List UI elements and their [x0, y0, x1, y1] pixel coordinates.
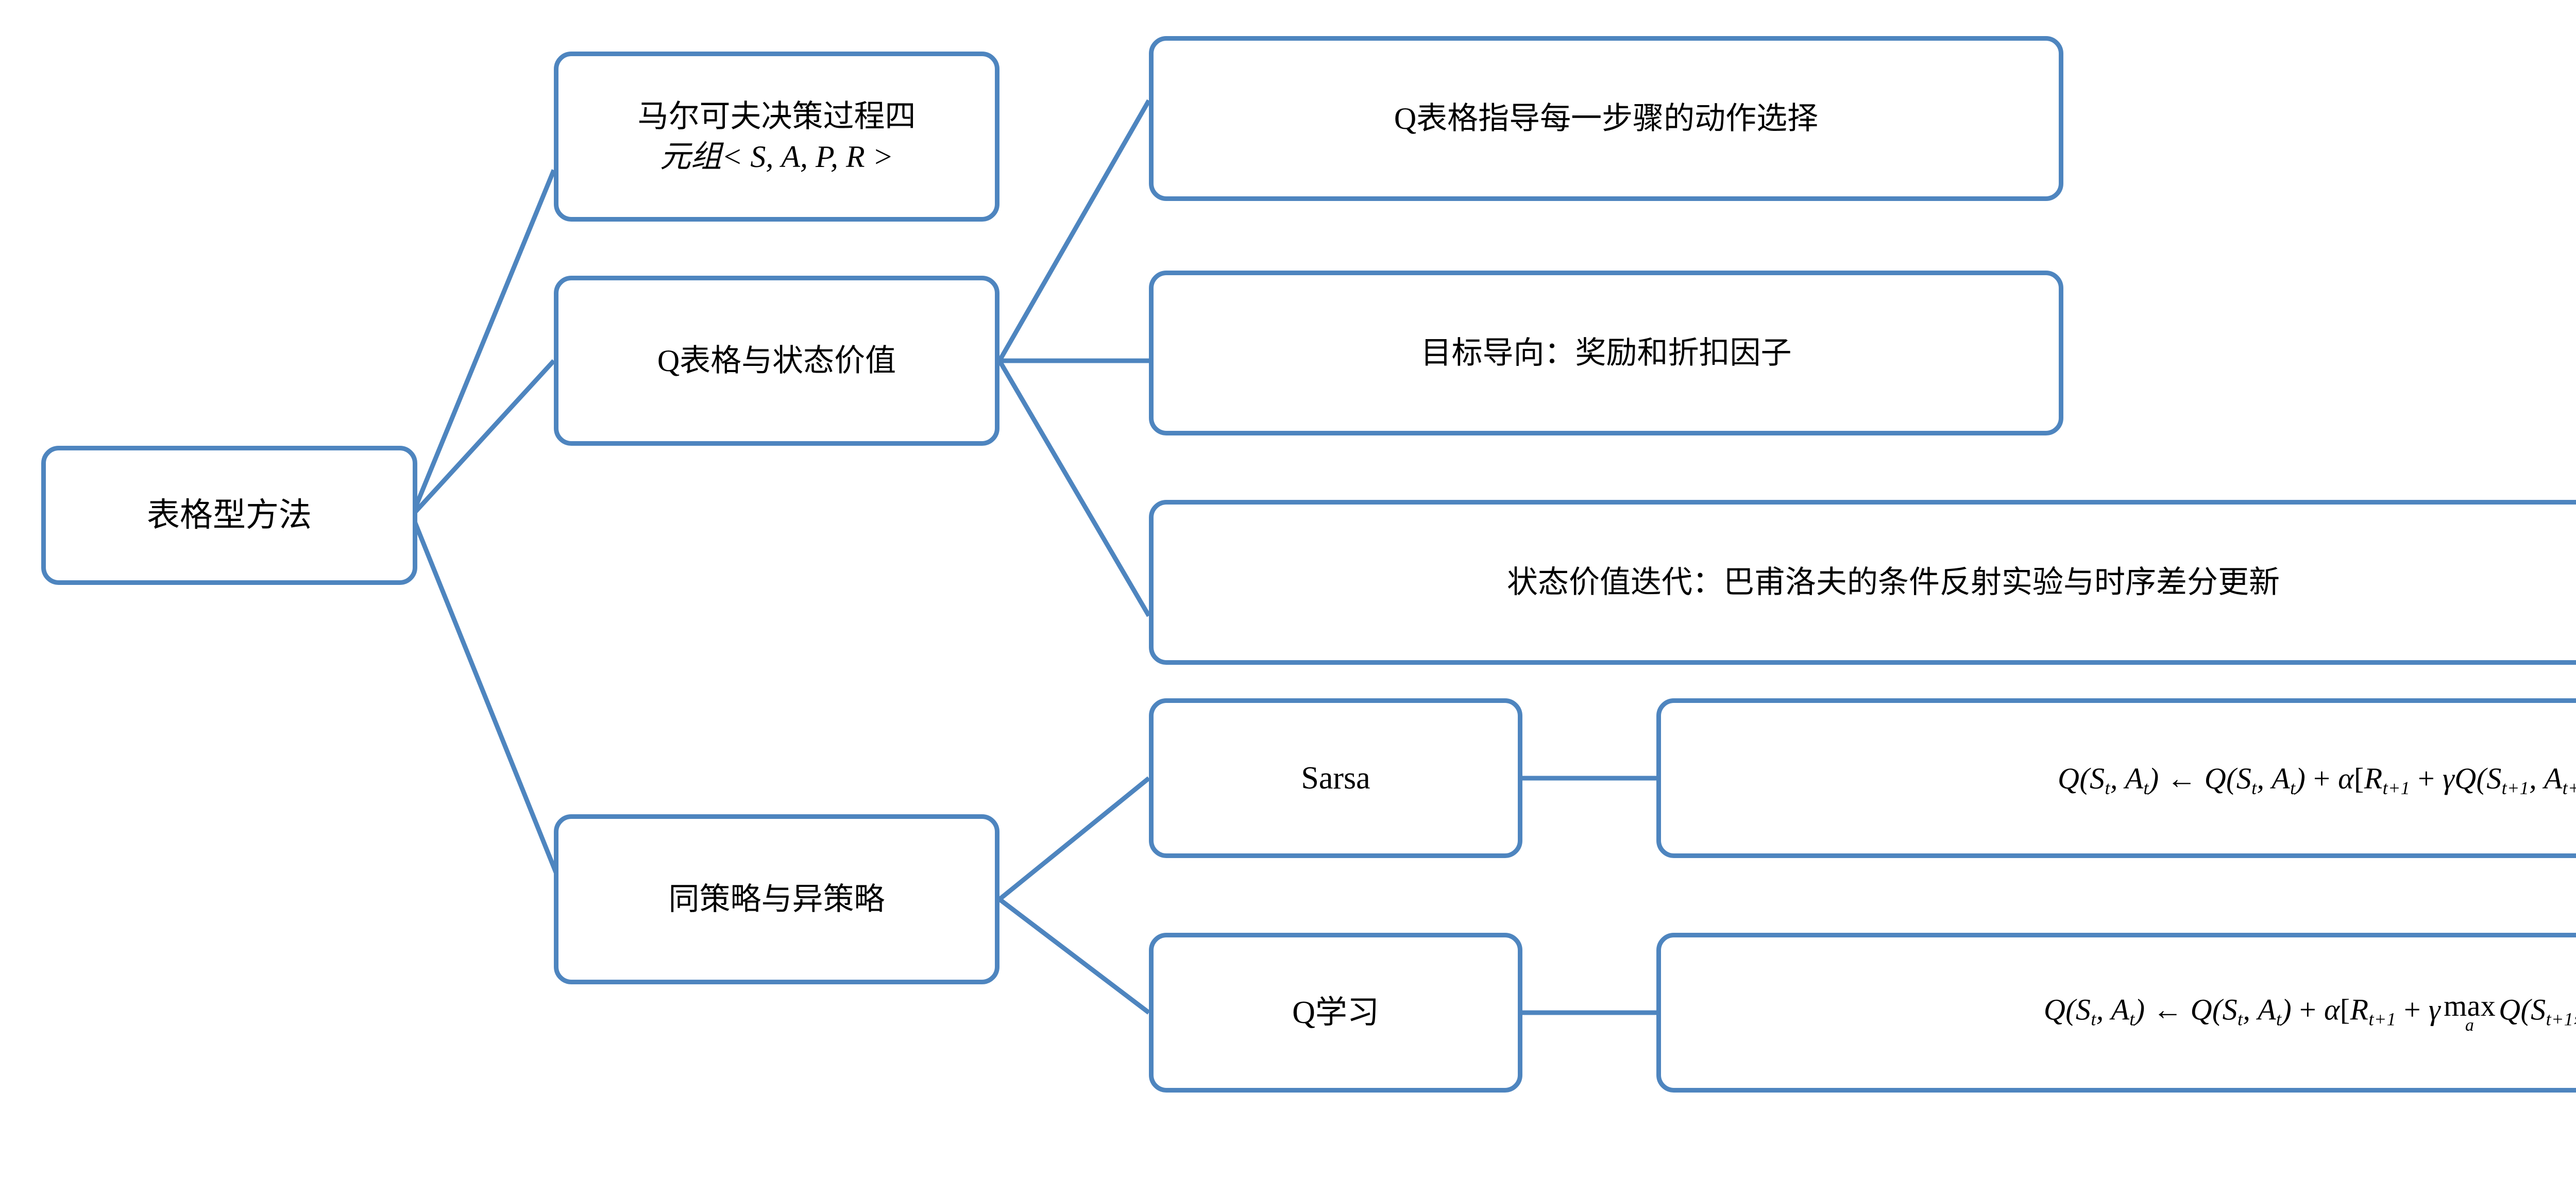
sarsa-update-formula: Q(St, At) ← Q(St, At) + α[Rt+1 + γQ(St+1… — [2058, 761, 2576, 798]
node-sarsa[interactable]: Sarsa — [1149, 698, 1522, 858]
node-qtable-label: Q表格与状态价值 — [657, 344, 896, 378]
edge-root-to-qtable — [410, 359, 556, 517]
node-policy[interactable]: 同策略与异策略 — [554, 814, 999, 984]
node-q-guides-action[interactable]: Q表格指导每一步骤的动作选择 — [1149, 36, 2063, 201]
edge-qtable-to-qguide — [997, 99, 1151, 362]
edge-root-to-mdp — [410, 169, 556, 516]
node-q-guides-action-label: Q表格指导每一步骤的动作选择 — [1394, 102, 1819, 136]
node-root-label: 表格型方法 — [147, 497, 312, 534]
edge-policy-to-sarsa — [998, 776, 1150, 901]
node-qtable[interactable]: Q表格与状态价值 — [554, 276, 999, 446]
node-value-iteration[interactable]: 状态价值迭代：巴甫洛夫的条件反射实验与时序差分更新 — [1149, 500, 2576, 665]
node-goal-oriented[interactable]: 目标导向：奖励和折扣因子 — [1149, 271, 2063, 435]
node-sarsa-formula[interactable]: Q(St, At) ← Q(St, At) + α[Rt+1 + γQ(St+1… — [1656, 698, 2576, 858]
edge-qtable-to-iter — [997, 359, 1151, 617]
edge-policy-to-qlearn — [998, 897, 1150, 1015]
node-qlearning[interactable]: Q学习 — [1149, 933, 1522, 1093]
node-sarsa-label: Sarsa — [1301, 760, 1370, 796]
node-goal-oriented-label: 目标导向：奖励和折扣因子 — [1420, 336, 1792, 370]
node-value-iteration-label: 状态价值迭代：巴甫洛夫的条件反射实验与时序差分更新 — [1507, 565, 2280, 599]
node-policy-label: 同策略与异策略 — [668, 882, 885, 916]
node-root[interactable]: 表格型方法 — [41, 446, 417, 585]
node-mdp-label: 马尔可夫决策过程四元组< S, A, P, R > — [637, 99, 916, 174]
node-qlearning-label: Q学习 — [1292, 995, 1379, 1030]
edge-root-to-policy — [410, 514, 569, 900]
node-mdp[interactable]: 马尔可夫决策过程四元组< S, A, P, R > — [554, 52, 999, 222]
